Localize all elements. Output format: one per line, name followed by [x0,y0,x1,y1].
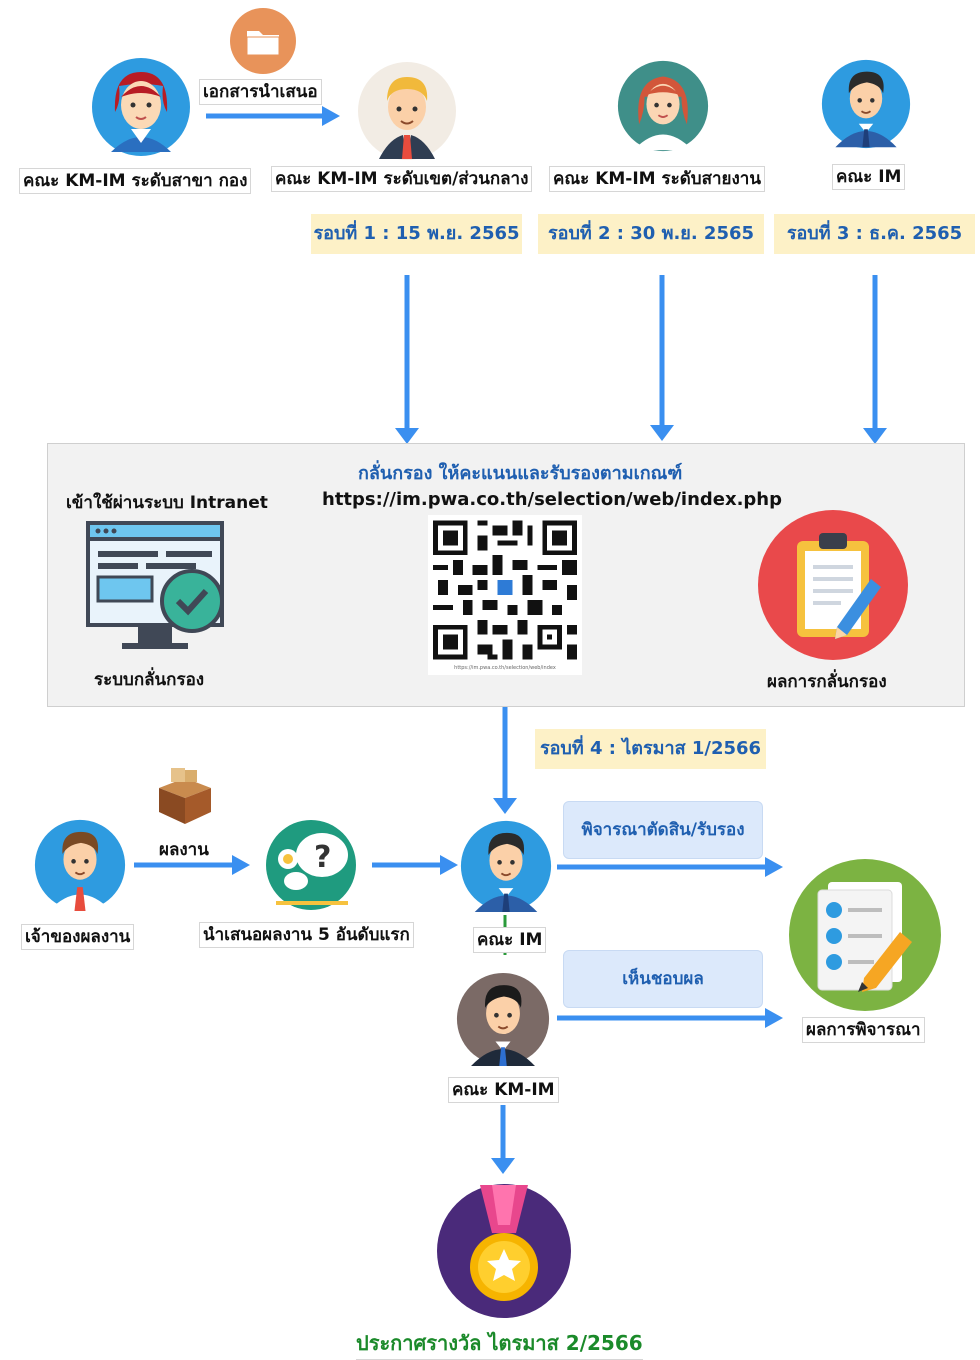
idea-question-icon: ? [262,819,360,913]
result-document-icon [788,858,942,1012]
svg-text:?: ? [314,840,331,875]
medal-award-icon [436,1183,572,1319]
package-box-icon [153,764,217,826]
round4-badge: รอบที่ 4 : ไตรมาส 1/2566 [535,729,766,769]
system-label: ระบบกลั่นกรอง [94,670,205,690]
round2-badge: รอบที่ 2 : 30 พ.ย. 2565 [538,214,764,254]
committee-im-label: คณะ IM [832,164,906,190]
round1-badge: รอบที่ 1 : 15 พ.ย. 2565 [311,214,522,254]
im-label: คณะ IM [473,927,547,953]
im-avatar-icon [460,818,552,914]
kmim-avatar-icon [456,970,550,1068]
result-label: ผลการกลั่นกรอง [767,672,887,692]
folder-icon [229,7,297,75]
man-suit-avatar-icon [821,57,911,151]
woman-avatar-icon [91,57,191,157]
committee-branch-label: คณะ KM-IM ระดับสาขา กอง [19,168,252,194]
intranet-label: เข้าใช้ผ่านระบบ Intranet [66,493,268,513]
qr-caption: https://im.pwa.co.th/selection/web/index [454,665,556,671]
work-label: ผลงาน [159,840,209,860]
decide-callout: พิจารณาตัดสิน/รับรอง [563,801,763,859]
owner-avatar-icon [34,817,126,913]
qr-code-icon[interactable]: https://im.pwa.co.th/selection/web/index [428,515,582,675]
clipboard-pencil-icon [757,509,909,661]
owner-label: เจ้าของผลงาน [21,924,135,950]
man-avatar-icon [357,61,457,161]
committee-region-label: คณะ KM-IM ระดับเขต/ส่วนกลาง [271,166,533,192]
committee-line-label: คณะ KM-IM ระดับสายงาน [549,166,765,192]
present-top5-label: นำเสนอผลงาน 5 อันดับแรก [199,922,414,948]
panel-url[interactable]: https://im.pwa.co.th/selection/web/index… [322,489,783,510]
monitor-check-icon [86,521,228,655]
agree-callout: เห็นชอบผล [563,950,763,1008]
consider-result-label: ผลการพิจารณา [802,1017,925,1043]
doc-label: เอกสารนำเสนอ [199,79,322,105]
kmim-label: คณะ KM-IM [448,1077,559,1103]
round3-badge: รอบที่ 3 : ธ.ค. 2565 [774,214,975,254]
woman-redhair-avatar-icon [617,60,709,152]
panel-title: กลั่นกรอง ให้คะแนนและรับรองตามเกณฑ์ [358,463,683,484]
award-announcement: ประกาศรางวัล ไตรมาส 2/2566 [356,1327,643,1360]
